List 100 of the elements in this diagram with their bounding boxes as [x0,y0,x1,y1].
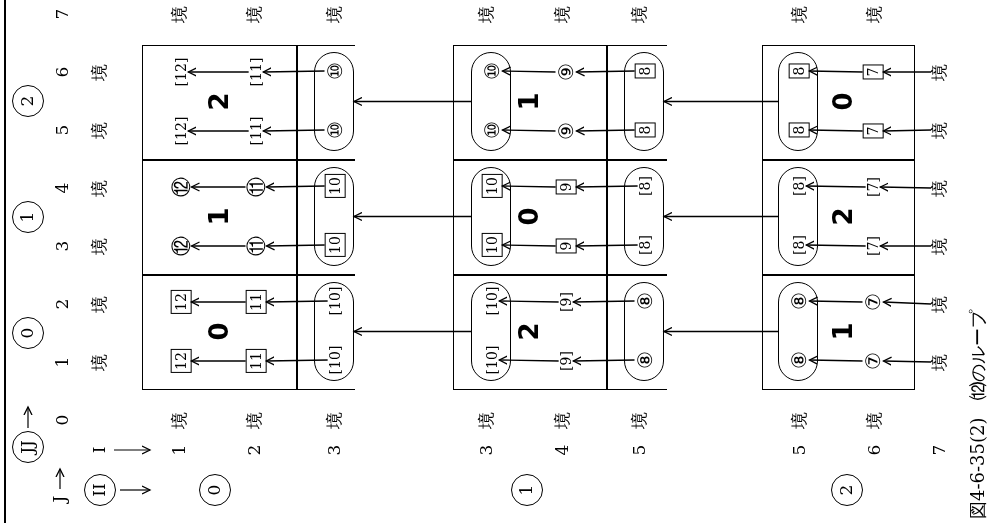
arrow [498,355,560,365]
step-digit: 1 [204,207,234,226]
step-digit: 1 [514,92,544,111]
grid-cell [762,275,915,390]
column-number: 5 [54,124,72,136]
arrow [501,125,557,135]
arrow [187,126,250,136]
arrow [808,66,864,76]
bracketed-number: [12] [173,57,189,87]
bracketed-number: [9] [558,292,574,312]
arrow [190,182,247,192]
arrow [808,355,864,365]
grid-cell [453,45,607,160]
boundary-label: 境 [631,5,649,23]
boundary-label: 境 [171,5,189,23]
grid-cell [762,160,915,275]
bracketed-number: [7] [865,177,881,197]
arrow [882,297,932,307]
arrow [882,67,932,77]
boundary-label: 境 [931,179,949,197]
column-number: 3 [54,240,72,252]
bracketed-number: [11] [248,116,264,146]
step-digit: 0 [514,207,544,226]
row-number: 4 [554,444,572,456]
arrow [805,181,867,191]
arrow [575,241,639,251]
boundary-label: 境 [246,411,264,429]
boundary-label: 境 [554,5,572,23]
arrow [805,240,867,250]
boundary-label: 境 [326,411,344,429]
arrow [663,326,779,337]
arrow [808,296,864,306]
circled-number: ⑫ [170,177,192,197]
boundary-label: 境 [478,5,496,23]
bracketed-number: [8] [637,176,653,196]
arrow [265,241,326,251]
boundary-label: 境 [91,295,109,313]
column-number: 2 [54,298,72,310]
boundary-label: 境 [91,353,109,371]
arrow [501,181,557,191]
column-number: 4 [54,182,72,194]
arrow [265,297,329,307]
step-digit: 0 [828,92,858,111]
arrow [353,326,472,337]
arrow [190,356,247,366]
arrow [353,211,472,222]
boundary-label: 境 [326,5,344,23]
row-number: 5 [631,444,649,456]
step-digit: 2 [514,322,544,341]
arrow [265,356,329,366]
grid-cell [607,275,667,390]
boundary-label: 境 [791,5,809,23]
circled-number: ⑧ [634,351,656,369]
step-digit: 2 [204,92,234,111]
grid-cell [453,160,607,275]
grid-cell [142,45,297,160]
circled-number: ⑨ [555,63,577,81]
grid-cell [607,160,667,275]
bracketed-number: [11] [248,57,264,87]
arrow [575,182,639,192]
arrow [190,297,247,307]
row-number: 2 [246,444,264,456]
bracketed-number: [10] [327,345,343,375]
figure-caption: 図4-6-35(2) ⑿のループ [966,309,989,519]
bracketed-number: [10] [327,286,343,316]
column-number: 6 [54,66,72,78]
boundary-label: 境 [866,411,884,429]
arrow [663,96,779,107]
column-number: 7 [54,8,72,20]
arrow [262,126,326,136]
circled-number: ⑩ [481,62,503,80]
arrow [262,67,326,77]
bracketed-number: [10] [484,286,500,316]
boundary-label: 境 [931,237,949,255]
row-number: 3 [326,444,344,456]
boundary-label: 境 [866,5,884,23]
arrow [265,182,326,192]
arrow [882,126,932,136]
boundary-label: 境 [246,5,264,23]
circled-number: ⑩ [481,121,503,139]
circled-number: ⑧ [788,351,810,369]
circled-number: ⑧ [634,292,656,310]
row-number: 3 [478,444,496,456]
grid-cell [297,45,355,160]
step-digit: 0 [204,322,234,341]
bracketed-number: [10] [484,345,500,375]
arrow [498,296,560,306]
boundary-label: 境 [931,121,949,139]
axis-label: I [91,446,109,454]
bracketed-number: [8] [791,176,807,196]
arrow [187,67,250,77]
boundary-label: 境 [171,411,189,429]
boundary-label: 境 [931,353,949,371]
arrow [808,125,864,135]
row-number: 1 [171,444,189,456]
grid-cell [297,160,355,275]
arrow [501,240,557,250]
arrow [353,96,472,107]
circled-number: ⑩ [324,62,346,80]
circled-number: ⑦ [862,293,884,311]
